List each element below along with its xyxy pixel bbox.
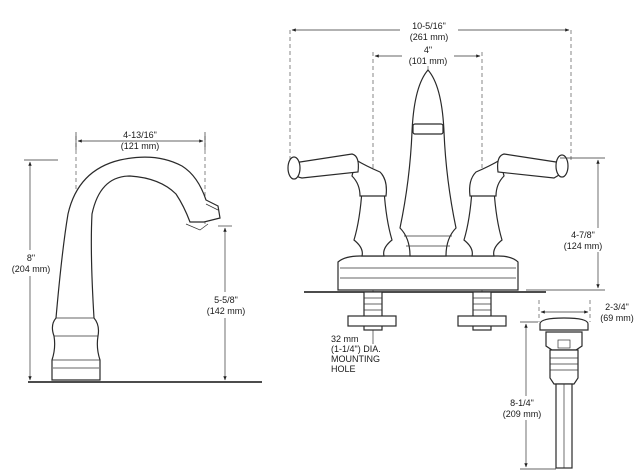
dim-drain-length: 8-1/4" (209 mm) xyxy=(496,321,556,470)
side-view: 4-13/16" (121 mm) 8" (204 mm) 5-5/8" (14… xyxy=(6,130,262,383)
right-handle-front xyxy=(463,153,569,257)
handle-height-metric: (124 mm) xyxy=(564,241,603,251)
spout-height-imperial: 8" xyxy=(27,253,35,263)
mounting-note-line-1: 32 mm xyxy=(331,334,359,344)
spout-side-outline xyxy=(51,156,221,381)
spout-reach-metric: (121 mm) xyxy=(121,141,160,151)
drain-length-imperial: 8-1/4" xyxy=(510,398,534,408)
right-shank xyxy=(457,291,507,331)
dim-spout-height: 8" (204 mm) xyxy=(6,159,58,381)
mounting-note-line-3: MOUNTING xyxy=(331,354,380,364)
mounting-note-line-4: HOLE xyxy=(331,364,356,374)
drain-width-metric: (69 mm) xyxy=(600,313,634,323)
drain-width-imperial: 2-3/4" xyxy=(605,302,629,312)
dim-spout-reach: 4-13/16" (121 mm) xyxy=(75,130,206,151)
spout-height-metric: (204 mm) xyxy=(12,264,51,274)
dim-spout-outlet-height: 5-5/8" (142 mm) xyxy=(200,225,252,381)
mounting-hole-note: 32 mm (1-1/4") DIA. MOUNTING HOLE xyxy=(331,330,381,374)
outlet-height-imperial: 5-5/8" xyxy=(214,295,238,305)
center-spacing-metric: (101 mm) xyxy=(409,56,448,66)
base-plate-bands xyxy=(340,267,516,279)
center-spacing-imperial: 4" xyxy=(424,45,432,55)
front-view: 10-5/16" (261 mm) 4" (101 mm) xyxy=(287,20,612,374)
drain-length-metric: (209 mm) xyxy=(503,409,542,419)
drain-body xyxy=(539,317,589,469)
dim-overall-width: 10-5/16" (261 mm) xyxy=(291,20,570,42)
base-plate xyxy=(337,255,519,291)
left-shank xyxy=(347,291,397,331)
overall-width-metric: (261 mm) xyxy=(410,32,449,42)
drain-view: 2-3/4" (69 mm) 8-1/4" (209 mm) xyxy=(496,300,634,470)
dim-center-spacing: 4" (101 mm) xyxy=(374,44,481,66)
spout-reach-imperial: 4-13/16" xyxy=(123,130,157,140)
dim-drain-width: 2-3/4" (69 mm) xyxy=(540,302,634,323)
center-spout-front xyxy=(399,69,457,257)
overall-width-imperial: 10-5/16" xyxy=(412,21,446,31)
mounting-note-line-2: (1-1/4") DIA. xyxy=(331,344,381,354)
handle-height-imperial: 4-7/8" xyxy=(571,230,595,240)
left-handle-front xyxy=(287,153,393,257)
dim-handle-height: 4-7/8" (124 mm) xyxy=(526,157,612,291)
outlet-height-metric: (142 mm) xyxy=(207,306,246,316)
